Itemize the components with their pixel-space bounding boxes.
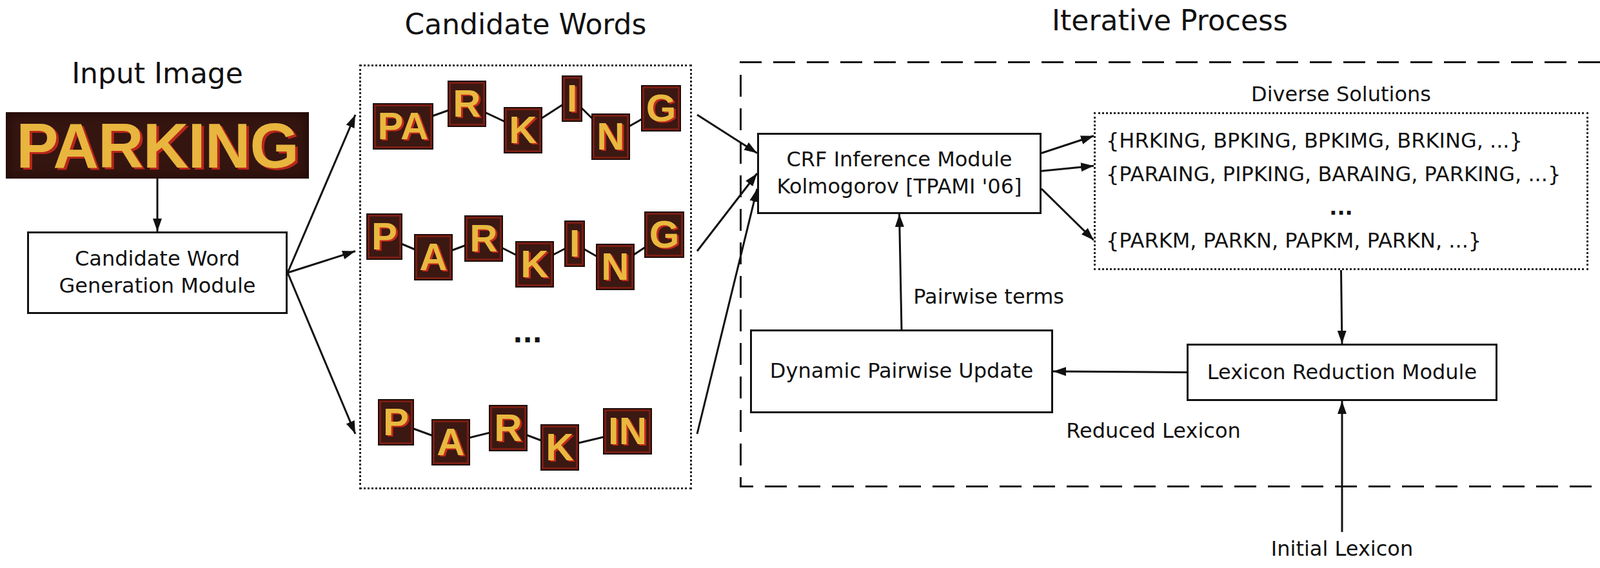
letter-patch: A — [414, 234, 453, 281]
box-label: Dynamic Pairwise Update — [770, 357, 1034, 386]
input-arrow — [1341, 401, 1344, 533]
letter-patch: A — [431, 419, 470, 466]
process-box: CRF Inference ModuleKolmogorov [TPAMI '0… — [757, 132, 1042, 215]
arrow-connector — [1041, 188, 1094, 241]
letter-patch: P — [377, 399, 415, 446]
input-label: Initial Lexicon — [1268, 535, 1416, 563]
letter-patch: K — [540, 424, 579, 471]
letter-patch: PA — [372, 103, 435, 150]
arrow-connector — [1341, 270, 1343, 344]
dashed-border — [740, 62, 1600, 487]
letter-patch: I — [561, 75, 583, 122]
arrow-connector — [287, 251, 356, 274]
process-box: Lexicon Reduction Module — [1186, 343, 1498, 402]
arrow-connector — [156, 178, 159, 232]
process-box: Dynamic Pairwise Update — [750, 329, 1054, 414]
arrow-connector — [697, 114, 758, 154]
box-label: CRF Inference Module — [786, 146, 1012, 174]
candidate-group: Candidate Words...PARKINGPARKINGPARKIN — [359, 64, 692, 490]
arrow-connector — [1053, 371, 1187, 373]
letter-patch: N — [595, 243, 634, 291]
heading: Candidate Words — [404, 5, 647, 43]
input-image: Input ImagePARKING — [5, 112, 309, 179]
heading: Iterative Process — [1051, 1, 1288, 39]
letter-patch: K — [515, 241, 554, 288]
box-label: {PARAING, PIPKING, BARAING, PARKING, ...… — [1106, 161, 1561, 189]
arrow-connector — [1041, 136, 1094, 154]
letter-patch: I — [564, 220, 586, 267]
process-box: Candidate Word Generation Module — [27, 231, 288, 315]
solutions-box: Diverse Solutions{HRKING, BPKING, BPKIMG… — [1093, 112, 1589, 271]
heading: Input Image — [71, 54, 244, 92]
letter-patch: R — [447, 80, 486, 128]
letter-patch: G — [644, 211, 685, 258]
letter-patch: N — [591, 113, 630, 160]
letter-patch: IN — [602, 408, 652, 455]
letter-patch: R — [464, 215, 503, 262]
letter-patch: R — [488, 404, 527, 452]
arrow-connector — [697, 188, 758, 435]
image-text: PARKING — [5, 112, 309, 179]
box-label: ... — [1329, 194, 1353, 222]
candidate-word-row: PARK IN — [355, 392, 698, 476]
heading: Diverse Solutions — [1251, 81, 1432, 109]
arrow-connector — [287, 272, 356, 435]
arrow-connector — [1041, 165, 1094, 171]
box-label: Kolmogorov [TPAMI '06] — [776, 173, 1022, 201]
candidate-word-row: PA RKING — [355, 69, 698, 160]
box-label: Candidate Word Generation Module — [38, 245, 277, 300]
ellipsis: ... — [512, 316, 543, 351]
letter-patch: K — [503, 107, 542, 154]
arrow-connector — [697, 173, 758, 252]
edge-label: Pairwise terms — [910, 283, 1067, 311]
letter-patch: P — [366, 213, 403, 260]
arrow-connector — [899, 214, 903, 330]
box-label: {HRKING, BPKING, BPKIMG, BRKING, ...} — [1106, 127, 1523, 155]
edge-label: Reduced Lexicon — [1063, 417, 1244, 445]
box-label: Lexicon Reduction Module — [1207, 359, 1477, 387]
candidate-word-row: PARKING — [355, 207, 698, 296]
box-label: {PARKM, PARKN, PAPKM, PARKN, ...} — [1106, 227, 1482, 255]
letter-patch: G — [641, 85, 682, 132]
